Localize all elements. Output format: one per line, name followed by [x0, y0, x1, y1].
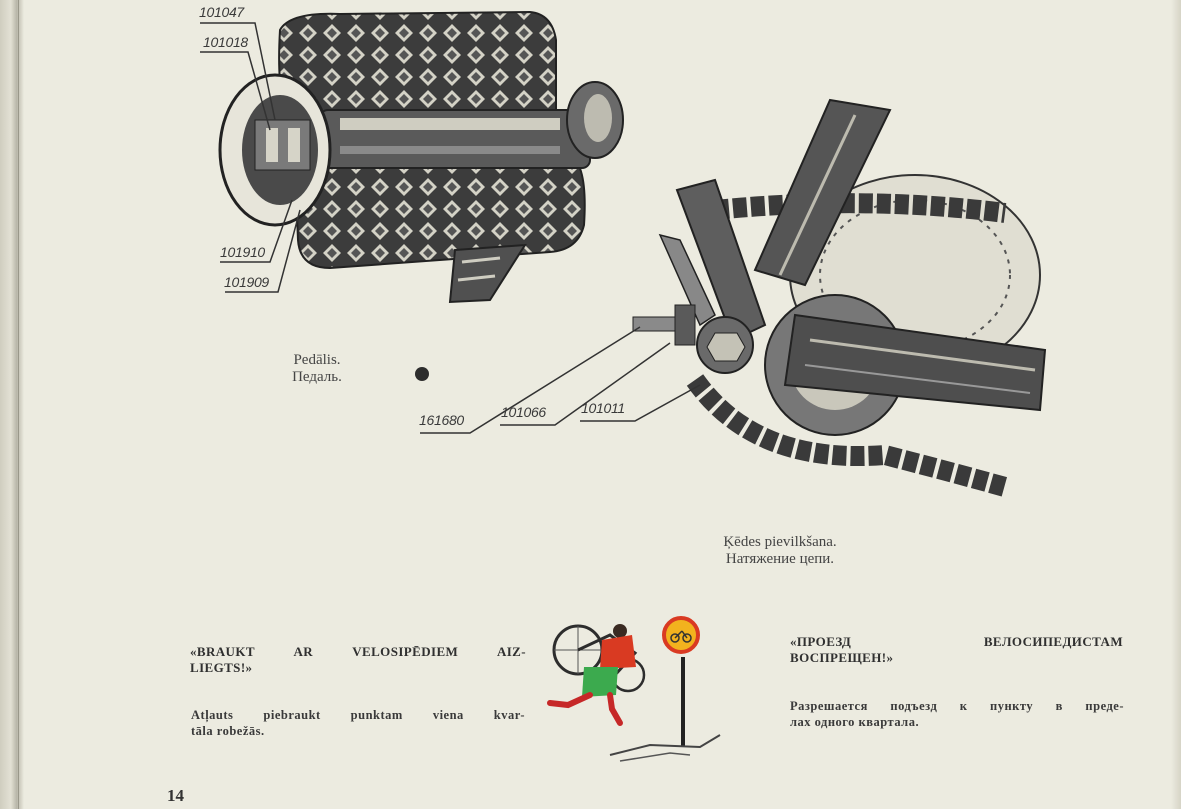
sign-title-lv-line1: «BRAUKT AR VELOSIPĒDIEM AIZ- — [190, 644, 526, 659]
part-number-101011: 101011 — [581, 400, 625, 416]
page-edge — [1171, 0, 1181, 809]
page-number: 14 — [167, 786, 184, 805]
chain-caption-ru: Натяжение цепи. — [725, 551, 835, 567]
ink-spot — [415, 367, 429, 381]
sign-text-lv: Atļauts piebraukt punktam viena kvar- tā… — [191, 707, 525, 739]
chain-caption-lv: Ķēdes pievilkšana. — [723, 534, 837, 550]
pedal-illustration — [200, 10, 624, 304]
chain-caption: Ķēdes pievilkšana. Натяжение цепи. — [690, 534, 870, 568]
part-number-101018: 101018 — [203, 34, 248, 50]
sign-text-lv-line2: tāla robežās. — [191, 724, 265, 738]
pedal-caption-ru: Педаль. — [292, 369, 342, 385]
part-number-101910: 101910 — [220, 244, 265, 260]
spine-line — [18, 0, 19, 809]
part-number-101066: 101066 — [501, 404, 546, 420]
part-number-101047: 101047 — [199, 4, 244, 20]
sign-title-ru-line2: ВОСПРЕЩЕН!» — [790, 650, 894, 665]
sign-title-lv: «BRAUKT AR VELOSIPĒDIEM AIZ- LIEGTS!» — [190, 644, 526, 676]
sign-text-lv-line1: Atļauts piebraukt punktam viena kvar- — [191, 708, 525, 722]
no-cycling-sign-illustration — [547, 616, 721, 762]
part-number-161680: 161680 — [419, 412, 464, 428]
part-number-101909: 101909 — [224, 274, 269, 290]
sign-text-ru: Разрешается подъезд к пункту в преде- ла… — [790, 698, 1124, 730]
pedal-caption-lv: Pedālis. — [293, 352, 341, 368]
sign-title-ru-line1: «ПРОЕЗД ВЕЛОСИПЕДИСТАМ — [790, 634, 1123, 649]
book-spine — [0, 0, 24, 809]
sign-text-ru-line2: лах одного квартала. — [790, 715, 920, 729]
sign-title-ru: «ПРОЕЗД ВЕЛОСИПЕДИСТАМ ВОСПРЕЩЕН!» — [790, 634, 1123, 666]
sign-title-lv-line2: LIEGTS!» — [190, 660, 253, 675]
pedal-caption: Pedālis. Педаль. — [272, 352, 362, 386]
chain-tension-illustration — [420, 98, 1047, 497]
sign-text-ru-line1: Разрешается подъезд к пункту в преде- — [790, 699, 1124, 713]
